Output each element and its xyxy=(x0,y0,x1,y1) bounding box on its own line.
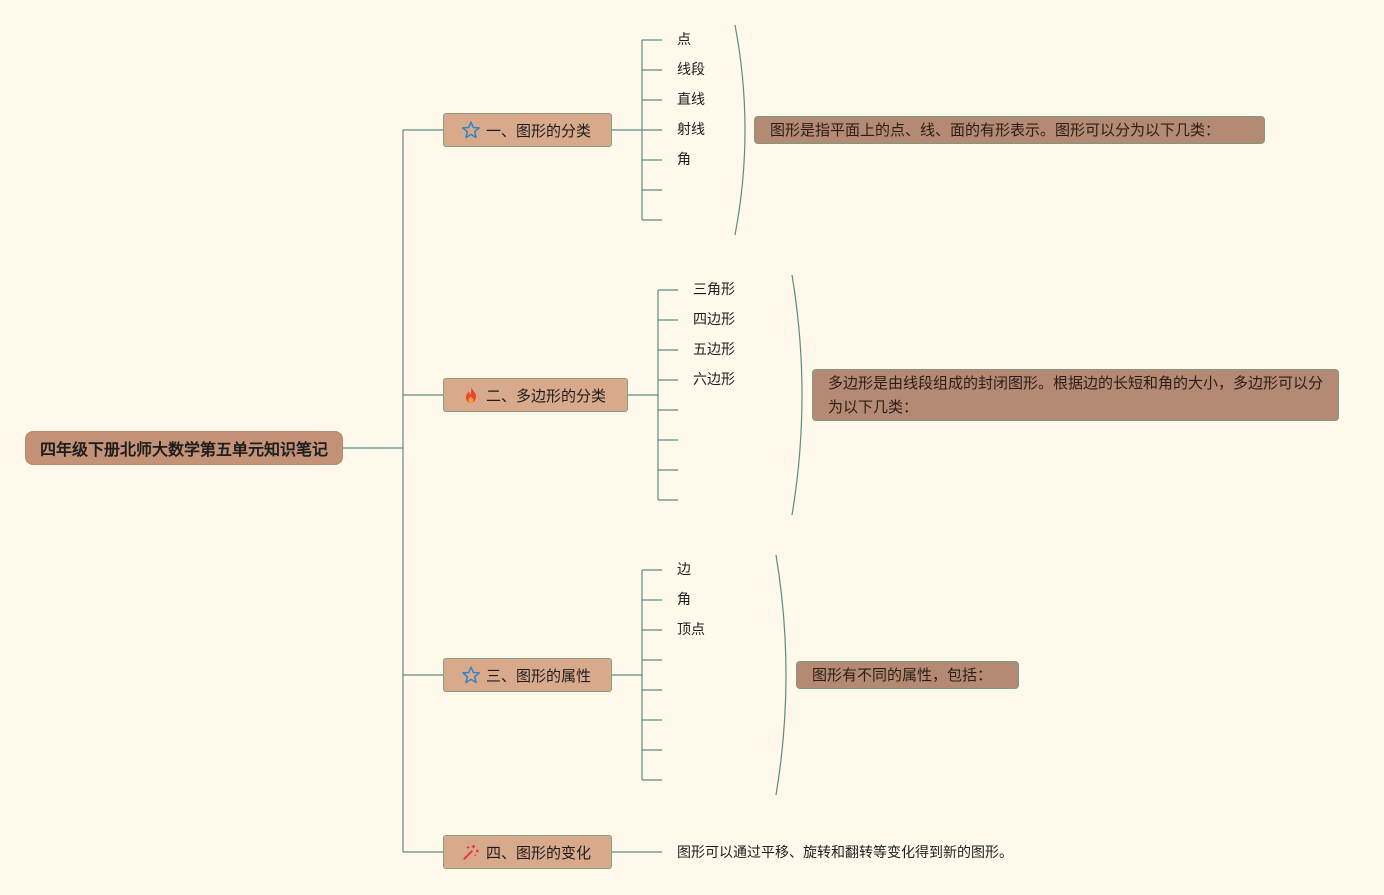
note-text: 图形是指平面上的点、线、面的有形表示。图形可以分为以下几类： xyxy=(770,121,1221,139)
topic-label: 三、图形的属性 xyxy=(486,666,592,685)
magic-wand-icon xyxy=(460,841,482,863)
list-item[interactable]: 线段 xyxy=(677,62,705,78)
star-icon xyxy=(460,119,482,141)
note-text: 图形有不同的属性，包括： xyxy=(812,666,993,684)
topic-shape-classification[interactable]: 一、图形的分类 xyxy=(443,113,612,147)
topic-label: 二、多边形的分类 xyxy=(486,386,607,405)
topic-polygon-classification[interactable]: 二、多边形的分类 xyxy=(443,378,628,412)
list-item[interactable]: 三角形 xyxy=(693,282,735,298)
list-item[interactable]: 角 xyxy=(677,592,691,608)
topic-note[interactable]: 图形是指平面上的点、线、面的有形表示。图形可以分为以下几类： xyxy=(754,116,1265,144)
topic-label: 四、图形的变化 xyxy=(486,843,592,862)
fire-icon xyxy=(460,384,482,406)
topic-shape-properties[interactable]: 三、图形的属性 xyxy=(443,658,612,692)
list-item[interactable]: 五边形 xyxy=(693,342,735,358)
list-item[interactable]: 六边形 xyxy=(693,372,735,388)
list-item[interactable]: 顶点 xyxy=(677,622,705,638)
list-item[interactable]: 边 xyxy=(677,562,691,578)
list-item[interactable]: 射线 xyxy=(677,122,705,138)
list-item[interactable]: 点 xyxy=(677,32,691,48)
topic-note[interactable]: 多边形是由线段组成的封闭图形。根据边的长短和角的大小，多边形可以分为以下几类： xyxy=(812,369,1339,421)
list-item[interactable]: 直线 xyxy=(677,92,705,108)
topic-note[interactable]: 图形有不同的属性，包括： xyxy=(796,661,1019,689)
list-item[interactable]: 角 xyxy=(677,152,691,168)
note-text: 多边形是由线段组成的封闭图形。根据边的长短和角的大小，多边形可以分为以下几类： xyxy=(828,374,1324,416)
list-item[interactable]: 四边形 xyxy=(693,312,735,328)
topic-label: 一、图形的分类 xyxy=(486,121,592,140)
star-icon xyxy=(460,664,482,686)
topic-detail[interactable]: 图形可以通过平移、旋转和翻转等变化得到新的图形。 xyxy=(677,845,1013,861)
root-label: 四年级下册北师大数学第五单元知识笔记 xyxy=(39,440,328,459)
root-node[interactable]: 四年级下册北师大数学第五单元知识笔记 xyxy=(25,431,343,465)
topic-shape-transformation[interactable]: 四、图形的变化 xyxy=(443,835,612,869)
